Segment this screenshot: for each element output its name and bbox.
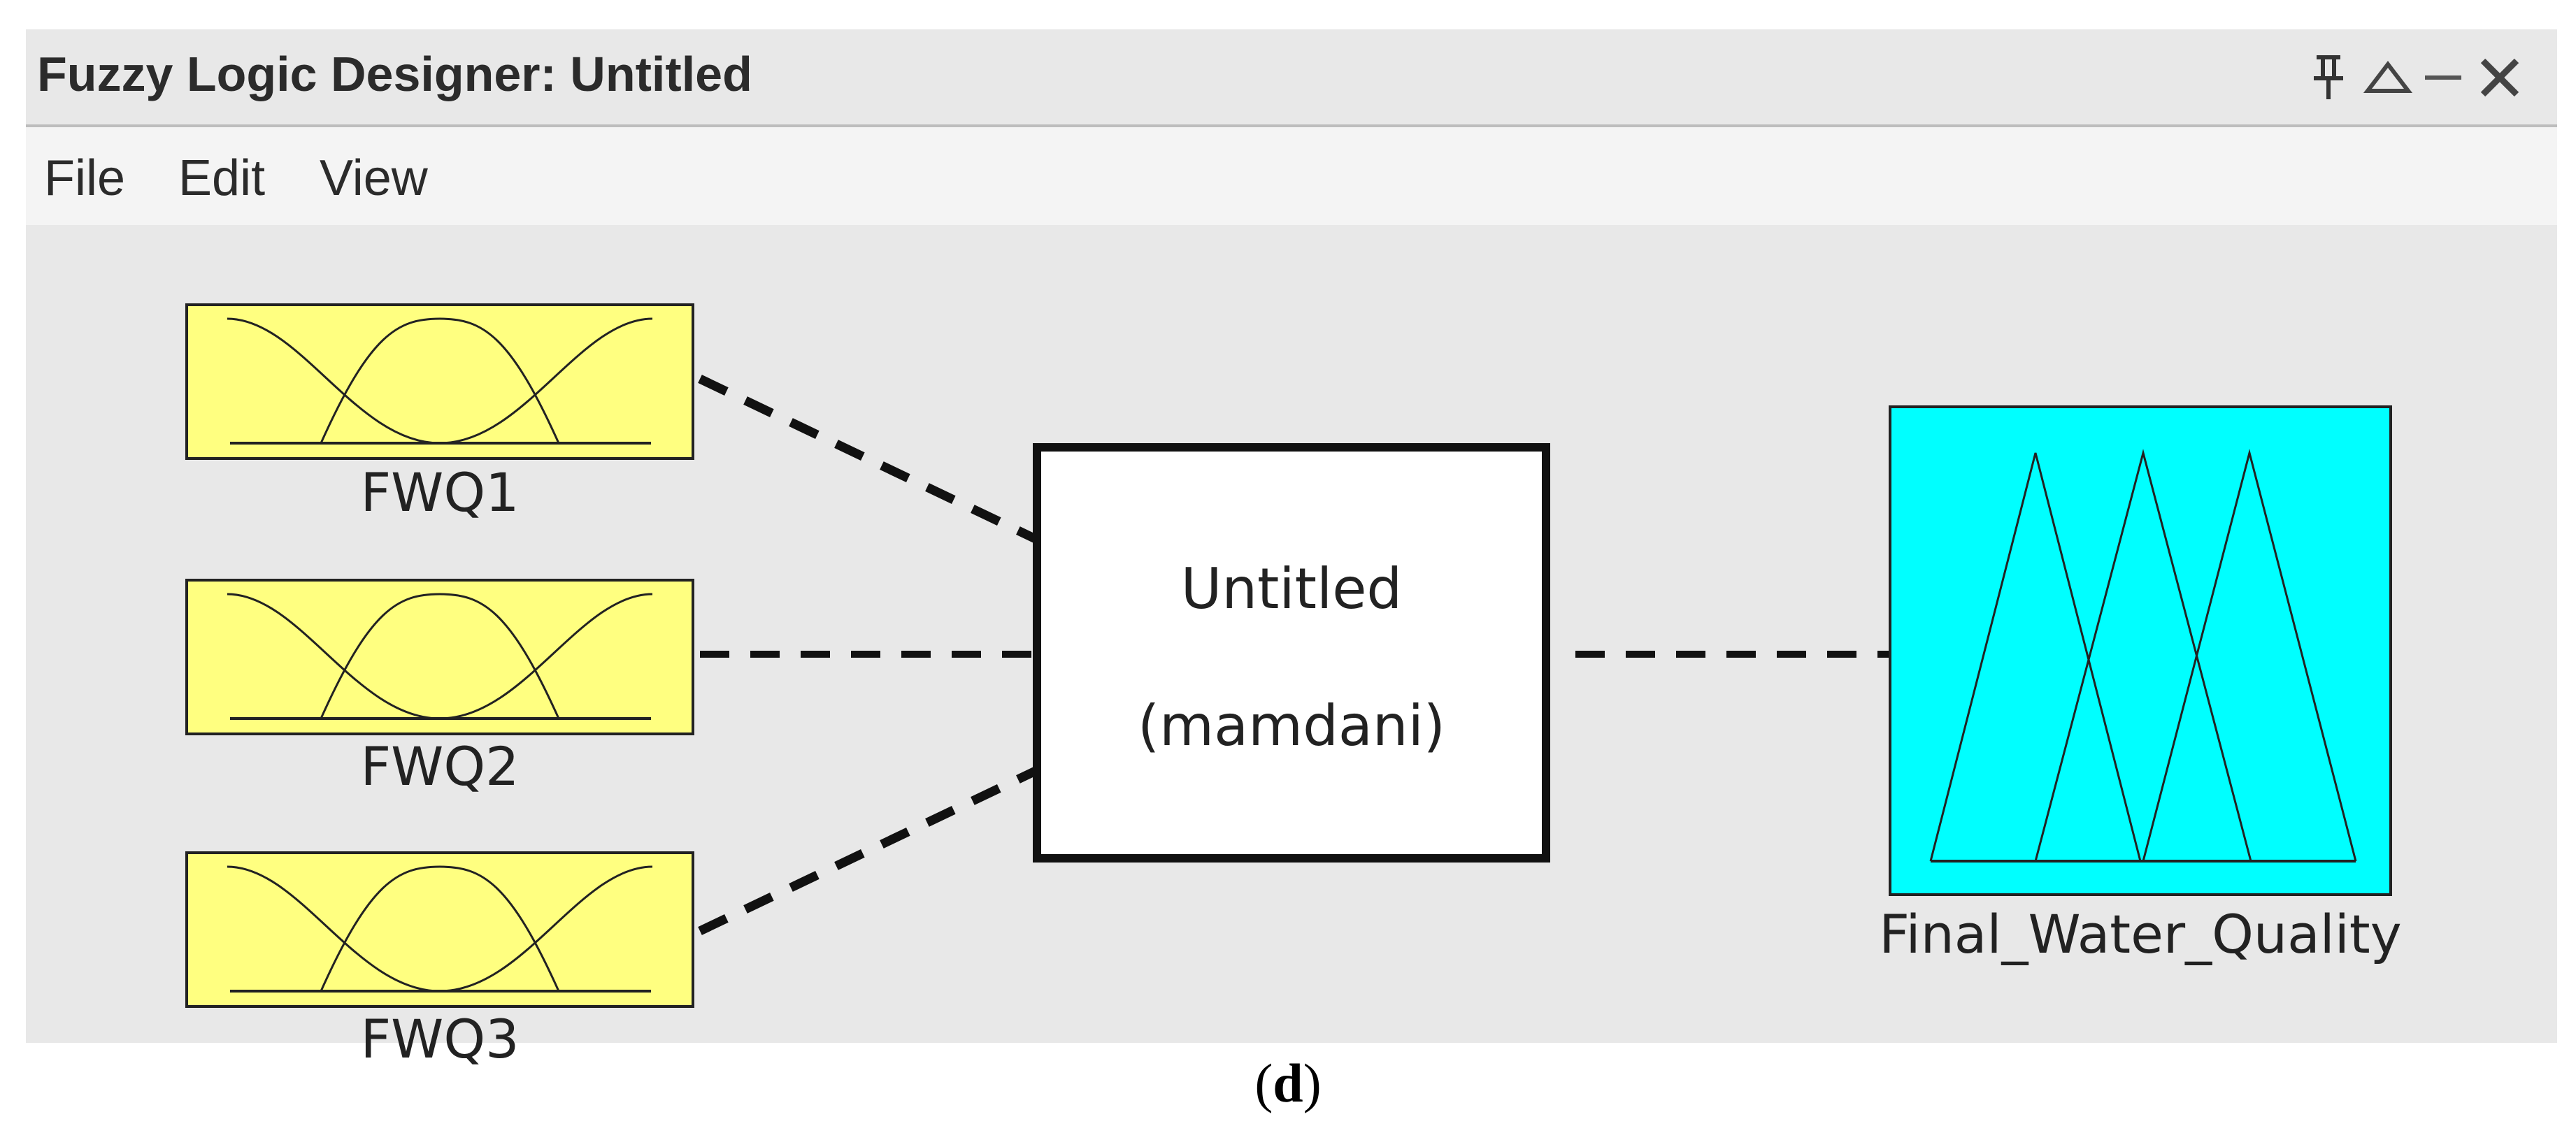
close-icon[interactable] — [2475, 46, 2524, 109]
menu-bar: File Edit View — [26, 127, 2557, 225]
menu-edit[interactable]: Edit — [178, 150, 266, 206]
figure-caption: (d) — [0, 1052, 2576, 1115]
menu-file[interactable]: File — [44, 150, 126, 206]
fis-type: (mamdani) — [1137, 693, 1446, 758]
input-label-fwq1: FWQ1 — [360, 461, 520, 524]
caption-close-paren: ) — [1303, 1053, 1322, 1113]
membership-functions-icon — [227, 593, 653, 720]
input-variable-fwq1[interactable] — [185, 303, 694, 460]
connector-lines — [698, 375, 1889, 935]
membership-functions-icon — [227, 317, 653, 445]
membership-functions-icon — [227, 865, 653, 993]
input-variable-fwq2[interactable] — [185, 579, 694, 735]
minus-icon[interactable] — [2419, 46, 2468, 109]
fis-rule-block[interactable]: Untitled (mamdani) — [1033, 443, 1550, 863]
output-label: Final_Water_Quality — [1879, 903, 2402, 965]
triangle-up-icon[interactable] — [2363, 46, 2412, 109]
menu-view[interactable]: View — [320, 150, 428, 206]
input-label-fwq2: FWQ2 — [360, 735, 520, 798]
fis-name: Untitled — [1180, 556, 1403, 621]
title-bar: Fuzzy Logic Designer: Untitled — [26, 29, 2557, 127]
output-variable-final-water-quality[interactable] — [1889, 405, 2392, 896]
input-label-fwq3: FWQ3 — [360, 1008, 520, 1070]
fis-diagram: FWQ1 FWQ2 FWQ3 Untitled (mamdani) — [26, 225, 2557, 1070]
fuzzy-logic-designer-window: Fuzzy Logic Designer: Untitled — [26, 29, 2557, 1070]
window-title: Fuzzy Logic Designer: Untitled — [37, 47, 752, 101]
caption-open-paren: ( — [1254, 1053, 1273, 1113]
pin-icon[interactable] — [2304, 46, 2353, 109]
caption-letter: d — [1273, 1053, 1303, 1113]
input-variable-fwq3[interactable] — [185, 851, 694, 1008]
triangular-membership-functions-icon — [1929, 449, 2357, 863]
